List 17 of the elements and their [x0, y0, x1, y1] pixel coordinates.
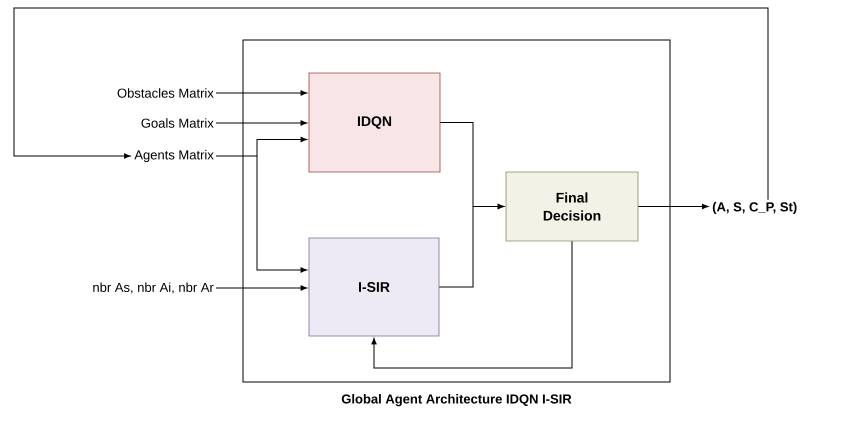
- output-label: (A, S, C_P, St): [712, 202, 797, 214]
- arrow: [216, 156, 308, 273]
- node-label: Global Agent Architecture IDQN I-SIR: [342, 394, 572, 406]
- process-box: Final Decision: [506, 172, 638, 242]
- arrow: [371, 240, 572, 368]
- arrow: [216, 120, 308, 126]
- arrow: [14, 8, 768, 200]
- input-label: nbr As, nbr Ai, nbr Ar: [93, 282, 214, 294]
- arrow: [216, 90, 308, 96]
- arrow: [438, 204, 504, 288]
- input-label: Obstacles Matrix: [118, 88, 214, 98]
- arrow: [216, 285, 308, 291]
- arrow: [638, 204, 708, 210]
- input-label: Agents Matrix: [134, 150, 214, 162]
- process-box: I-SIR: [308, 238, 440, 336]
- process-box: IDQN: [308, 72, 440, 172]
- input-label: Goals Matrix: [142, 118, 214, 128]
